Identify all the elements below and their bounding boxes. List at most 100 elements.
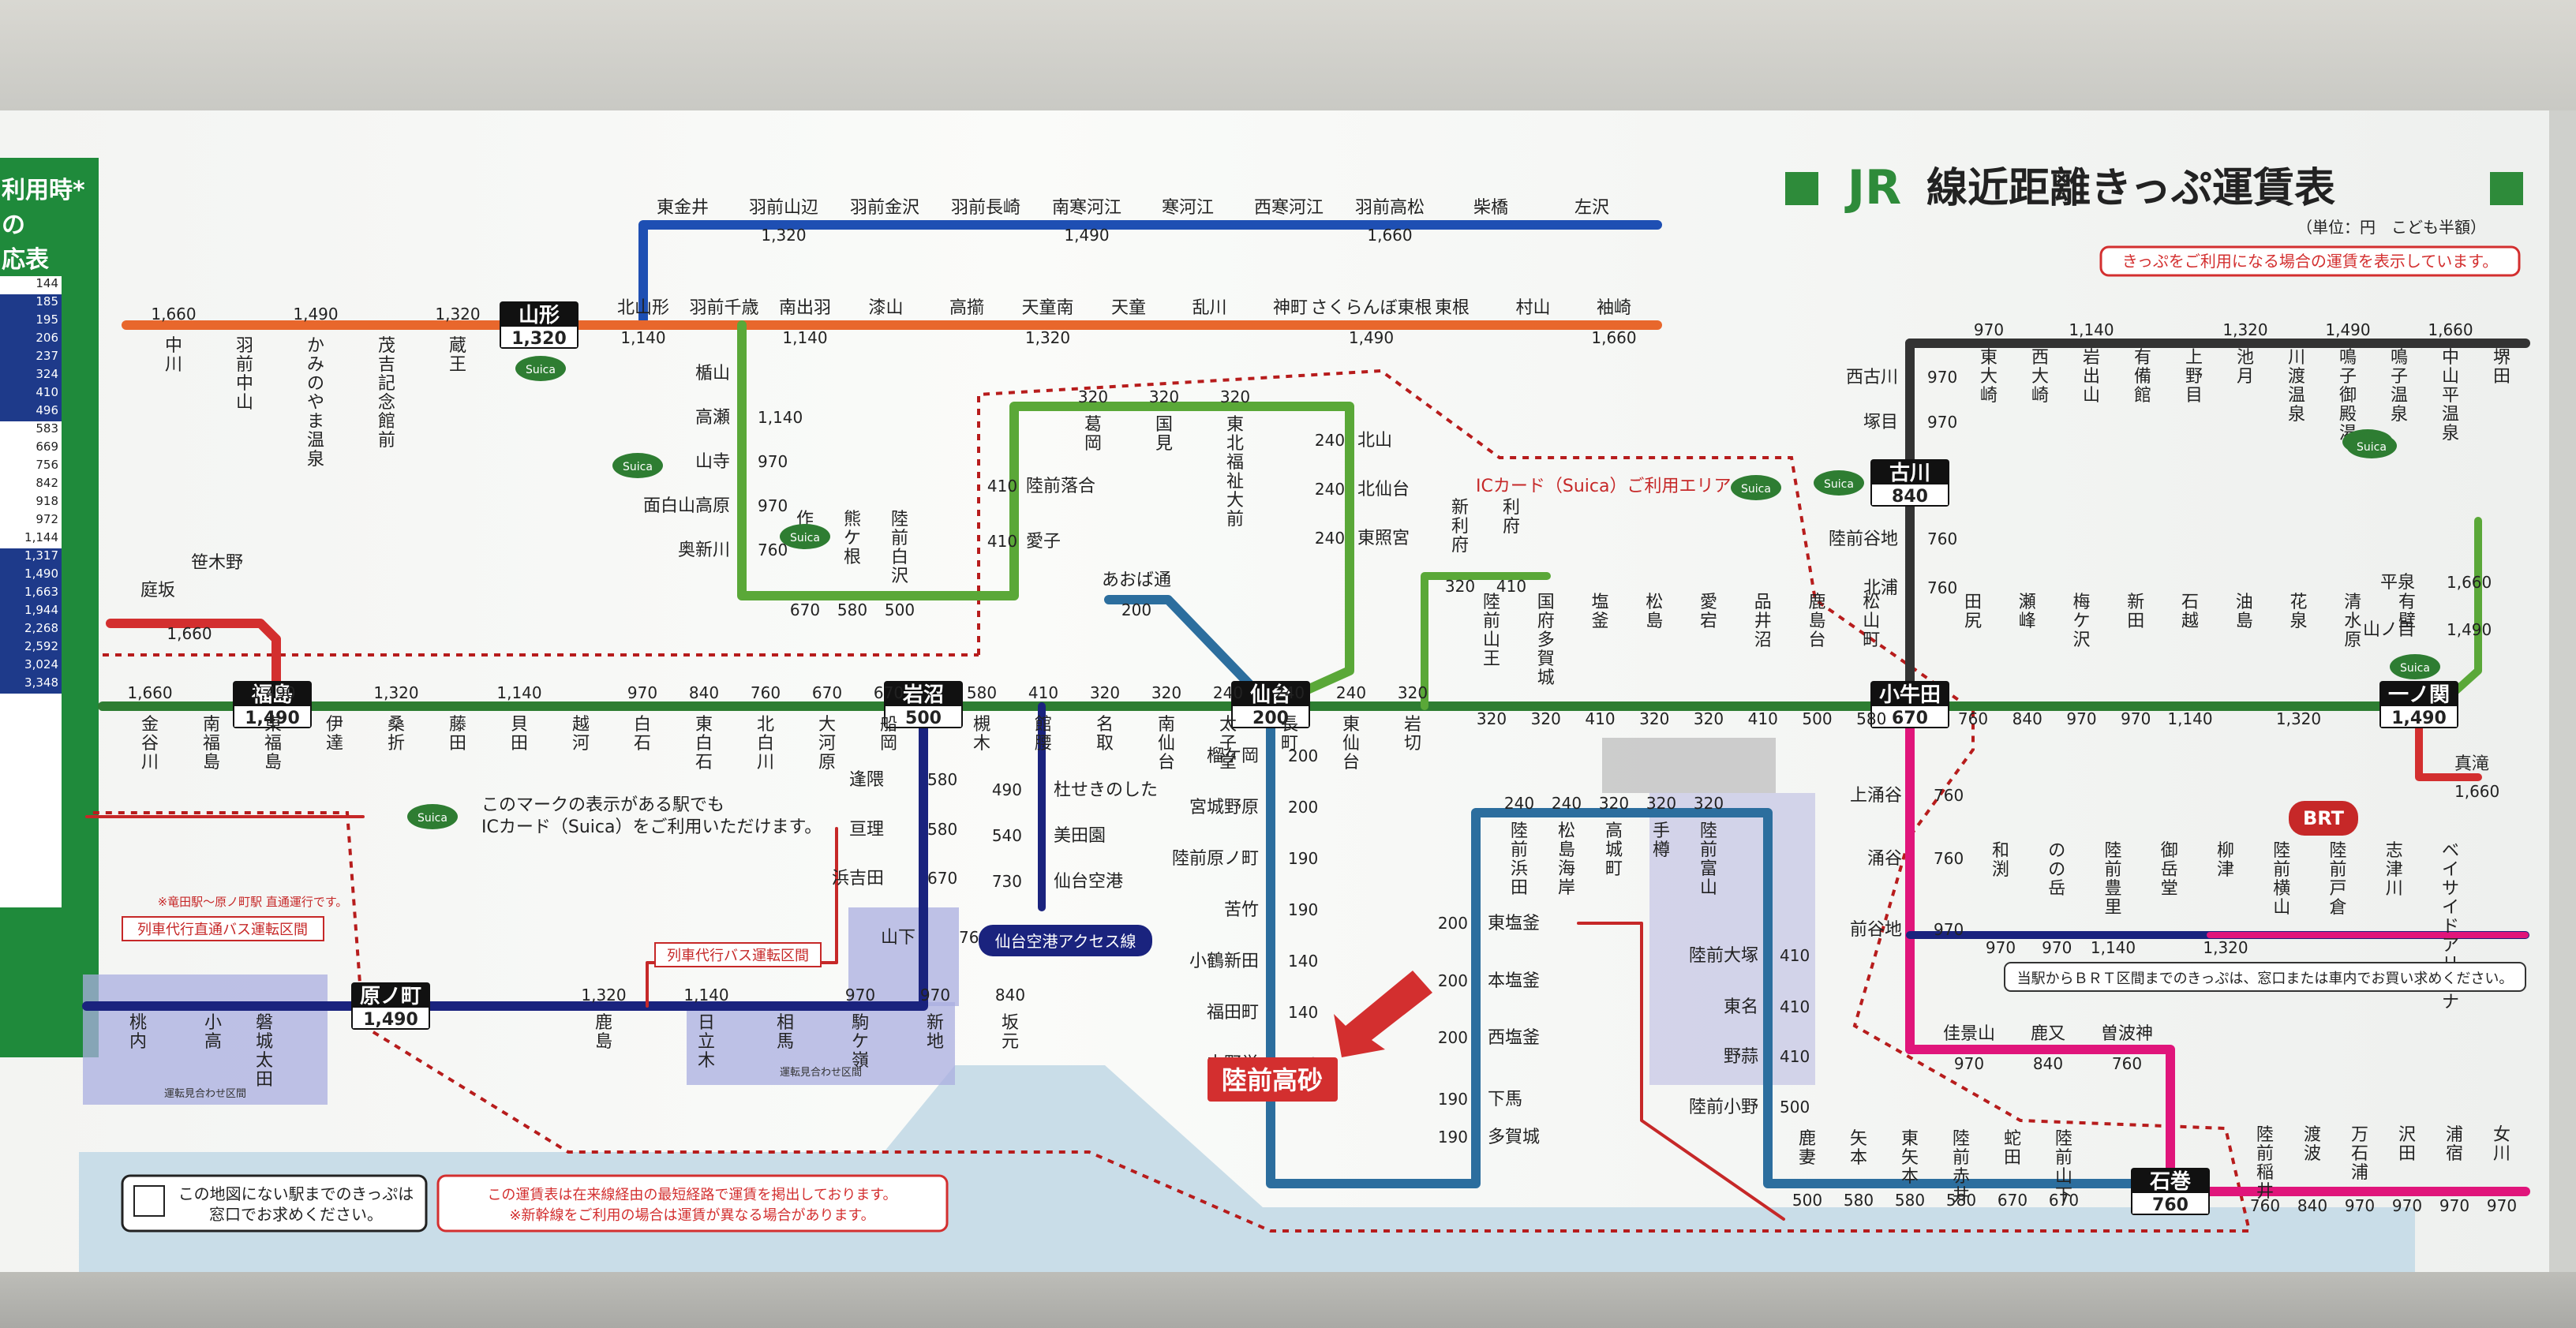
left-fare-value: 583 (0, 421, 62, 440)
station-fare: 1,660 (151, 305, 196, 324)
suica-icon: Suica (407, 804, 458, 829)
station-fare: 1,140 (758, 408, 803, 427)
station-name: 島 (2236, 612, 2253, 631)
station-name: 漆山 (868, 298, 903, 318)
suica-icon: Suica (515, 356, 566, 381)
station-name: 多 (1537, 630, 1555, 650)
station-name: 山 (236, 393, 253, 413)
station-name: 西 (2031, 348, 2049, 368)
suica-icon: Suica (2390, 654, 2440, 679)
station-fare: 410 (1028, 683, 1058, 702)
station-name: 前 (1483, 612, 1500, 631)
station-name: 館 (1035, 715, 1052, 735)
station-name: 太 (1219, 715, 1237, 735)
station-name: 愛 (1700, 593, 1717, 612)
suspended-zone (687, 1002, 955, 1085)
ic-area-label: ICカード（Suica）ご利用エリア (1476, 477, 1731, 496)
station-fare: 580 (927, 770, 957, 789)
station-name: 本塩釜 (1488, 971, 1540, 991)
station-name: あおば通 (1102, 570, 1171, 590)
station-name: 堂 (1219, 753, 1237, 772)
station-name: 庭坂 (140, 581, 175, 600)
station-name: 羽 (236, 336, 253, 356)
station-name: 蔵 (449, 336, 466, 356)
station-name: 美田園 (1054, 826, 1106, 846)
station-name: 神町 (1273, 298, 1308, 318)
station-name: 島 (1808, 612, 1825, 631)
station-fare: 200 (1121, 600, 1151, 619)
station-name: 桃 (129, 1013, 147, 1033)
station-name: 木 (973, 734, 990, 754)
station-name: 豊 (2104, 879, 2121, 899)
left-fare-value: 496 (0, 403, 62, 421)
station-name: 田 (256, 1070, 273, 1090)
suica-icon-text: Suica (2400, 662, 2430, 675)
station-name: 念 (378, 393, 395, 413)
station-fare: 490 (992, 780, 1022, 799)
station-fare: 1,490 (1349, 328, 1394, 347)
station-name: 石 (695, 753, 713, 772)
unit-note: （単位：円 こども半額） (2297, 218, 2486, 237)
station-name: 子 (2339, 367, 2357, 387)
station-name: 陸前谷地 (1829, 529, 1898, 549)
station-name: 記 (378, 374, 395, 394)
station-name: 上涌谷 (1850, 786, 1902, 806)
ichinoseki-branch (2415, 702, 2482, 781)
station-name: 本 (1850, 1148, 1867, 1168)
station-name: 田 (2004, 1148, 2021, 1168)
station-name: 花 (2290, 593, 2307, 612)
station-name: 尻 (1964, 612, 1982, 631)
sendai-station-name: 仙台 (1250, 683, 1291, 707)
station-fare: 840 (2297, 1196, 2327, 1215)
station-name: 貝 (511, 715, 528, 735)
station-fare: 320 (1090, 683, 1120, 702)
station-name: 杜せきのした (1054, 780, 1158, 800)
station-name: 新 (927, 1013, 944, 1033)
sendai-station-fare-bg (1233, 706, 1309, 727)
station-fare: 140 (1288, 952, 1318, 971)
suica-icon-text: Suica (623, 461, 653, 473)
station-name: イ (2442, 860, 2459, 880)
station-name: 内 (129, 1032, 147, 1052)
station-fare: 320 (1398, 683, 1428, 702)
station-name: 高 (1605, 821, 1623, 841)
station-name: 前 (2104, 860, 2121, 880)
station-name: 名 (1096, 715, 1114, 735)
left-fare-value: 3,024 (0, 657, 62, 675)
station-name: 有 (2398, 593, 2416, 612)
station-name: 陸 (891, 510, 908, 529)
current-station-arrow (1334, 971, 1432, 1057)
station-name: 山 (2442, 367, 2459, 387)
station-name: 前谷地 (1850, 920, 1902, 940)
suica-icon-text: Suica (526, 364, 556, 376)
left-fare-value: 206 (0, 331, 62, 349)
station-fare: 200 (1438, 1028, 1468, 1047)
left-fare-value: 195 (0, 312, 62, 331)
station-name: 有 (2134, 348, 2151, 368)
suspended-note: 運転見合わせ区間 (164, 1088, 246, 1100)
station-fare: 200 (1438, 971, 1468, 990)
station-name: 達 (326, 734, 343, 754)
senseki-subway-line (1104, 595, 2136, 1188)
station-name: 井 (1953, 1186, 1970, 1206)
station-name: 村山 (1515, 298, 1550, 318)
station-name: 府 (1537, 612, 1555, 631)
station-fare: 970 (1954, 1054, 1984, 1073)
ic-area-boundary (87, 368, 2252, 1233)
station-fare: 1,660 (2428, 320, 2473, 339)
suica-icon: Suica (1814, 470, 1864, 496)
station-name: 渕 (1992, 860, 2009, 880)
station-name: ナ (2442, 993, 2459, 1012)
yamagata-station-fare-bg (501, 327, 577, 347)
station-name: 川 (165, 355, 182, 375)
station-name: 陸 (2273, 841, 2290, 861)
station-name: 殿 (2339, 405, 2357, 425)
station-name: 南寒河江 (1052, 198, 1121, 218)
station-name: 前 (2256, 1144, 2274, 1164)
station-name: 島 (595, 1032, 612, 1052)
fukushima-station-fare-bg (234, 706, 310, 727)
station-name: 桑 (388, 715, 405, 735)
station-name: 東根 (1435, 298, 1470, 318)
counter-note: 窓口でお求めください。 (209, 1205, 383, 1224)
station-fare: 840 (689, 683, 719, 702)
